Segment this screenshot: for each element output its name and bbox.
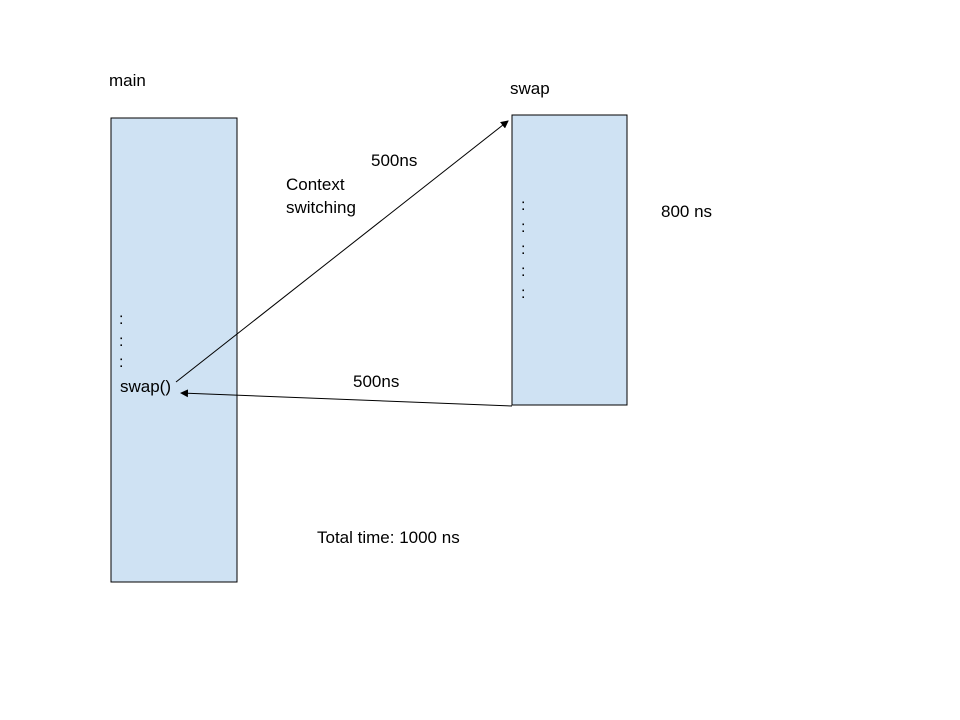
swap-title: swap bbox=[510, 79, 550, 98]
swap-ellipsis-1: : bbox=[521, 197, 525, 214]
swap-ellipsis-4: : bbox=[521, 263, 525, 280]
main-block bbox=[110, 117, 238, 583]
swap-ellipsis-3: : bbox=[521, 241, 525, 258]
total-time-label: Total time: 1000 ns bbox=[317, 528, 460, 547]
swap-ellipsis-2: : bbox=[521, 219, 525, 236]
swap-ellipsis-5: : bbox=[521, 285, 525, 302]
return-time-label: 500ns bbox=[353, 372, 399, 391]
context-switch-label-line2: switching bbox=[286, 198, 356, 217]
swap-duration-label: 800 ns bbox=[661, 202, 712, 221]
swap-call-label: swap() bbox=[120, 377, 171, 396]
main-ellipsis-2: : bbox=[119, 333, 123, 350]
main-ellipsis-1: : bbox=[119, 311, 123, 328]
swap-block bbox=[511, 114, 628, 406]
context-switch-label-line1: Context bbox=[286, 175, 345, 194]
call-arrow bbox=[175, 120, 509, 383]
call-time-label: 500ns bbox=[371, 151, 417, 170]
return-arrow bbox=[180, 389, 513, 407]
main-ellipsis-3: : bbox=[119, 354, 123, 371]
main-title: main bbox=[109, 71, 146, 90]
